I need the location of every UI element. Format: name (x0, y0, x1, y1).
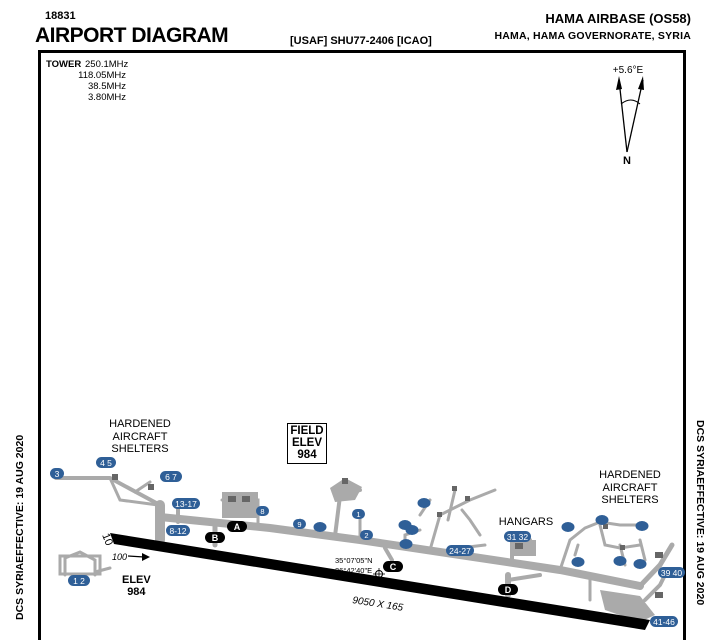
shelters-right-line3: SHELTERS (601, 494, 659, 506)
runway-elev-value: 984 (127, 586, 146, 598)
arp-longitude: 36°42'40"E (335, 566, 373, 575)
runway-dimensions: 9050 X 165 (352, 595, 405, 614)
arp-coordinates: 35°07'05"N 36°42'40"E (335, 556, 373, 576)
runway-end-label: 10 (99, 532, 115, 548)
shelters-left-label: HARDENED AIRCRAFT SHELTERS (105, 418, 175, 456)
field-elev-value: 984 (297, 449, 317, 461)
runway-elev-label: ELEV (122, 574, 151, 586)
field-elev-line2: ELEV (291, 437, 323, 449)
taxiway-label-c: C (383, 561, 403, 572)
shelters-right-label: HARDENED AIRCRAFT SHELTERS (595, 469, 665, 507)
svg-text:8: 8 (260, 507, 264, 516)
tower-label: TOWER (46, 59, 82, 70)
shelters-left-line2: AIRCRAFT (112, 430, 168, 443)
parking-badge-4-5: 4 5 (96, 457, 116, 468)
parking-badge-1-2: 1 2 (68, 575, 90, 586)
svg-text:31 32: 31 32 (507, 532, 529, 542)
magnetic-variation: +5.6°E (613, 65, 644, 76)
svg-text:24-27: 24-27 (449, 546, 471, 556)
parking-badge-3: 3 (50, 468, 64, 479)
shelters-right-line1: HARDENED (599, 469, 661, 481)
svg-text:9: 9 (297, 520, 301, 529)
apron-areas (58, 478, 655, 622)
tower-freq-2: 118.05MHz (78, 70, 126, 81)
hangars-label: HANGARS (498, 516, 554, 528)
field-elev-line1: FIELD (290, 425, 324, 437)
source-reference: [USAF] SHU77-2406 [ICAO] (290, 35, 432, 47)
svg-text:39 40: 39 40 (661, 568, 683, 578)
arp-latitude: 35°07'05"N (335, 556, 373, 565)
parking-badge-8: 8 (256, 506, 269, 516)
svg-text:3: 3 (55, 469, 60, 479)
parking-badge-9: 9 (293, 519, 306, 529)
svg-text:D: D (505, 585, 512, 595)
runway-heading: 100 (112, 552, 127, 562)
taxiway-label-a: A (227, 521, 247, 532)
svg-text:A: A (234, 522, 241, 532)
svg-text:1 2: 1 2 (73, 576, 85, 586)
airport-reference-point-icon (373, 568, 385, 580)
taxiway-label-d: D (498, 584, 518, 595)
svg-text:4 5: 4 5 (100, 458, 112, 468)
svg-text:13-17: 13-17 (175, 499, 197, 509)
shelters-right-line2: AIRCRAFT (602, 481, 658, 494)
tower-freq-1: 250.1MHz (85, 59, 129, 70)
parking-badge-41-46: 41-46 (650, 616, 678, 627)
airport-location: HAMA, HAMA GOVERNORATE, SYRIA (494, 30, 691, 42)
parking-badge-1: 1 (352, 509, 365, 519)
shelters-left-line3: SHELTERS (111, 443, 169, 455)
diagram-title: AIRPORT DIAGRAM (35, 24, 229, 47)
parking-spot-markers (313, 498, 649, 569)
field-elevation-box: FIELD ELEV 984 (287, 423, 327, 464)
taxiway-label-b: B (205, 532, 225, 543)
tower-frequencies: TOWER 250.1MHz 118.05MHz 38.5MHz 3.80MHz (46, 59, 129, 103)
airport-name: HAMA AIRBASE (OS58) (545, 11, 691, 26)
svg-text:1: 1 (356, 510, 360, 519)
parking-badge-8-12: 8-12 (166, 525, 190, 536)
svg-text:C: C (390, 562, 397, 572)
chart-id: 18831 (45, 10, 76, 22)
parking-badge-31-32: 31 32 (504, 531, 531, 542)
svg-text:2: 2 (364, 531, 368, 540)
parking-badge-6-7: 6 7 (160, 471, 182, 482)
parking-badge-24-27: 24-27 (446, 545, 474, 556)
shelters-left-line1: HARDENED (109, 418, 171, 430)
tower-freq-4: 3.80MHz (87, 92, 126, 103)
svg-text:41-46: 41-46 (653, 617, 675, 627)
svg-text:8-12: 8-12 (169, 526, 186, 536)
runway-heading-arrow-icon (127, 553, 150, 561)
parking-badge-2: 2 (360, 530, 373, 540)
runway-elevation: ELEV 984 (122, 574, 151, 598)
shelter-markers (112, 474, 663, 598)
svg-text:6 7: 6 7 (165, 472, 177, 482)
diagram-frame (38, 50, 686, 640)
north-letter: N (623, 155, 631, 167)
svg-text:B: B (212, 533, 219, 543)
parking-badge-13-17: 13-17 (172, 498, 200, 509)
parking-badge-39-40: 39 40 (658, 567, 685, 578)
north-arrow-icon (616, 76, 644, 153)
tower-freq-3: 38.5MHz (87, 81, 126, 92)
runway-10-28 (110, 533, 650, 630)
